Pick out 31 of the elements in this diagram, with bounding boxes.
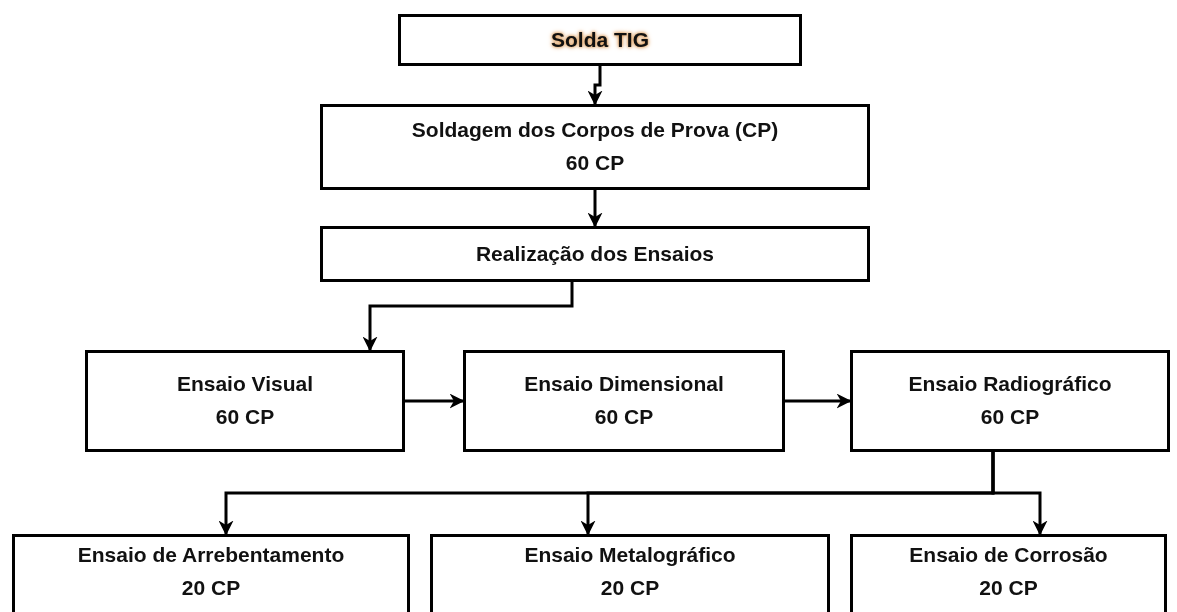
box-title: Ensaio Visual (176, 371, 314, 398)
process-box (12, 534, 410, 612)
specimen-count: 60 CP (594, 404, 654, 430)
arrow (785, 393, 852, 409)
arrow (362, 282, 574, 352)
box-title: Solda TIG (551, 26, 649, 53)
box-title: Ensaio de Arrebentamento (77, 542, 345, 568)
arrow (405, 393, 465, 409)
specimen-count: 60 CP (980, 404, 1040, 430)
specimen-count: 20 CP (600, 574, 660, 601)
arrow (587, 190, 603, 228)
box-title: Soldagem dos Corpos de Prova (CP) (411, 117, 779, 144)
process-box (85, 350, 405, 452)
arrow (587, 66, 603, 106)
process-box (463, 350, 785, 452)
specimen-count: 60 CP (565, 150, 625, 176)
process-box (850, 534, 1167, 612)
specimen-count: 20 CP (181, 574, 241, 601)
process-box (430, 534, 830, 612)
box-title: Ensaio de Corrosão (909, 542, 1108, 568)
process-box (320, 226, 870, 282)
process-box (320, 104, 870, 190)
box-title: Ensaio Metalográfico (524, 542, 736, 568)
process-box (850, 350, 1170, 452)
specimen-count: 60 CP (215, 404, 275, 430)
process-box (398, 14, 802, 66)
specimen-count: 20 CP (979, 574, 1038, 601)
arrow (991, 452, 1048, 536)
box-title: Realização dos Ensaios (475, 240, 715, 267)
box-title: Ensaio Radiográfico (908, 371, 1112, 398)
box-title: Ensaio Dimensional (524, 371, 724, 398)
